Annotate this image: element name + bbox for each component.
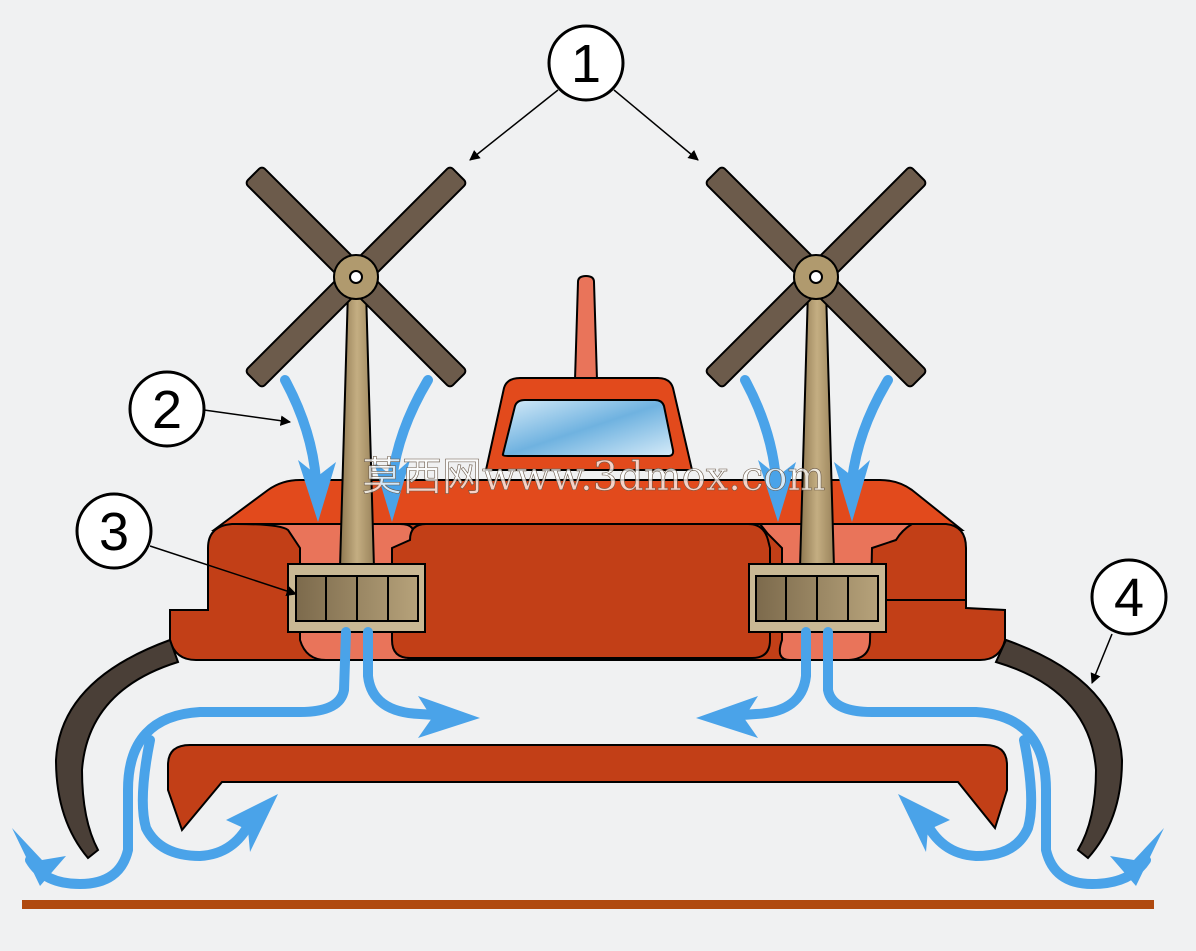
callout-1-label: 1: [571, 34, 601, 94]
propeller-left: [245, 166, 467, 388]
watermark-text: 莫西网www.3dmox.com: [362, 454, 825, 500]
callout-1: 1: [547, 24, 625, 102]
callout-2: 2: [128, 370, 206, 448]
leader-lines: [149, 89, 1113, 684]
callout-2-label: 2: [152, 380, 182, 440]
air-intake-arrowheads: [298, 460, 870, 522]
air-intake-arrows: [280, 375, 893, 485]
cabin-window: [501, 399, 675, 457]
skirt-left: [54, 638, 180, 860]
mast: [573, 274, 599, 381]
air-cushion-flow: [25, 627, 1151, 889]
shaft-right: [798, 289, 836, 569]
lift-fan-left: [287, 563, 426, 633]
hull-bottom: [167, 744, 1008, 832]
lift-fan-right: [748, 563, 887, 633]
callout-3: 3: [75, 492, 153, 570]
propeller-right: [705, 166, 927, 388]
callout-3-label: 3: [99, 502, 129, 562]
air-cushion-arrowheads: [12, 696, 1164, 886]
callout-4: 4: [1090, 558, 1168, 636]
ground-line: [22, 900, 1154, 909]
callout-4-label: 4: [1114, 568, 1144, 628]
shaft-left: [338, 289, 376, 569]
skirt-right: [994, 638, 1124, 860]
hull-center-panel: [391, 523, 771, 659]
